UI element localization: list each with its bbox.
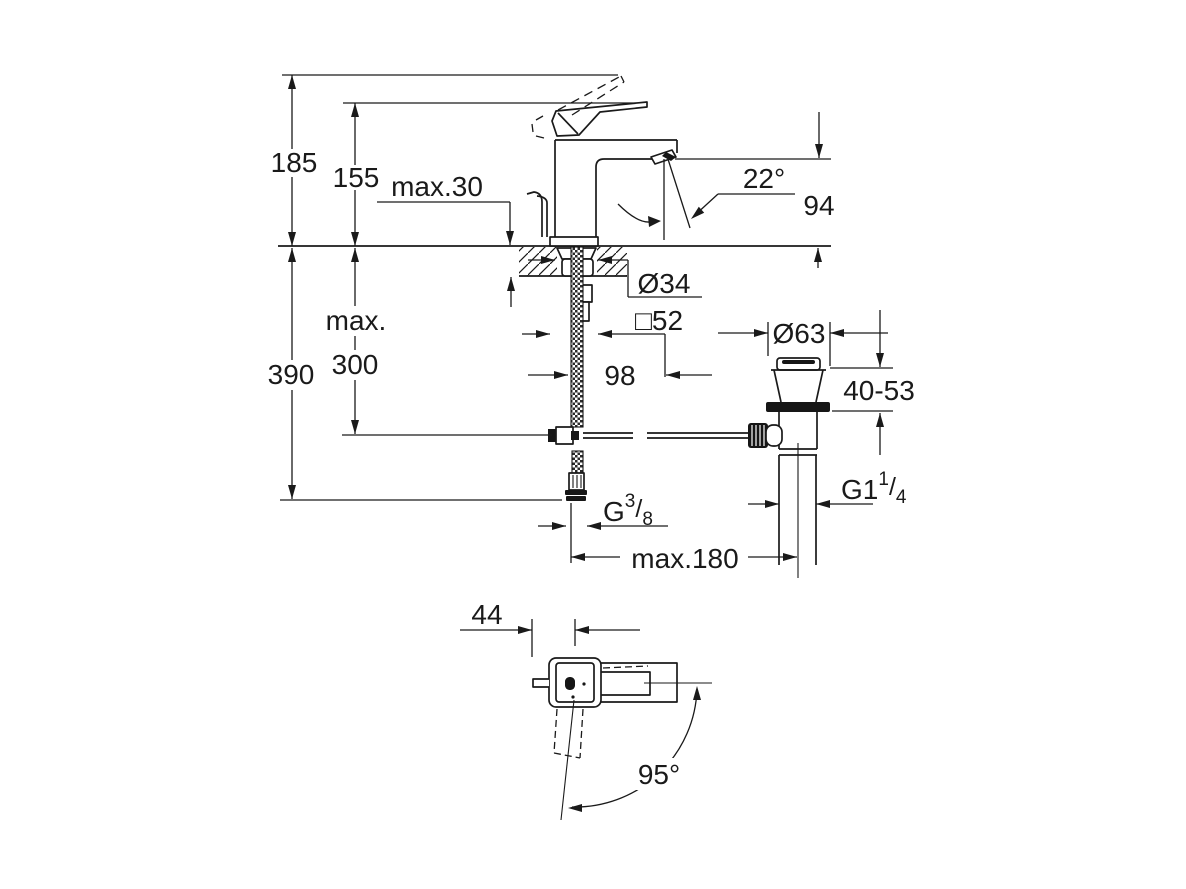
waste-seal-ring — [766, 402, 830, 412]
dim-waste-diameter-label: Ø63 — [773, 318, 826, 349]
dim-supply-thread-label: G3/8 — [603, 491, 653, 530]
dim-waste-thread-label: G11/4 — [841, 469, 907, 508]
dim-22deg-label: 22° — [743, 163, 785, 194]
dim-390-label: 390 — [268, 359, 315, 390]
counter-hatch — [519, 247, 627, 276]
dim-185-label: 185 — [271, 147, 318, 178]
dim-98-label: 98 — [604, 360, 635, 391]
front-view: 185 155 max.30 390 — [268, 74, 915, 578]
faucet-body — [526, 75, 691, 247]
dimensions-front: 185 155 max.30 390 — [268, 75, 915, 574]
dim-max30-label: max.30 — [391, 171, 483, 202]
dim-44-label: 44 — [471, 599, 502, 630]
pop-up-rod — [526, 191, 548, 237]
lever-handle-raised — [557, 75, 625, 116]
top-view-rod-tab — [532, 678, 549, 688]
lever-handle — [551, 101, 648, 137]
dim-155-label: 155 — [333, 162, 380, 193]
dimensions-top-view: 44 — [460, 599, 640, 657]
pull-rod-linkage — [548, 426, 749, 445]
dim-clamp-range-label: 40-53 — [843, 375, 915, 406]
mounting-and-hose — [548, 246, 749, 501]
supply-hose-braided — [570, 246, 584, 428]
dim-max180-label: max.180 — [631, 543, 738, 574]
dim-max300-value: 300 — [332, 349, 379, 380]
water-stream — [617, 155, 691, 240]
top-view-lever-rotated — [553, 708, 584, 759]
waste-knurled-knob — [748, 423, 768, 448]
dim-base-square-label: □52 — [635, 305, 683, 336]
dim-94-label: 94 — [803, 190, 834, 221]
waste-drain-assembly — [748, 357, 830, 578]
dim-hole-diameter-label: Ø34 — [638, 268, 691, 299]
top-view-outlet — [565, 677, 575, 690]
dim-max300-word: max. — [326, 305, 387, 336]
top-view: 95° 44 — [460, 599, 712, 821]
dim-95deg-label: 95° — [638, 759, 680, 790]
